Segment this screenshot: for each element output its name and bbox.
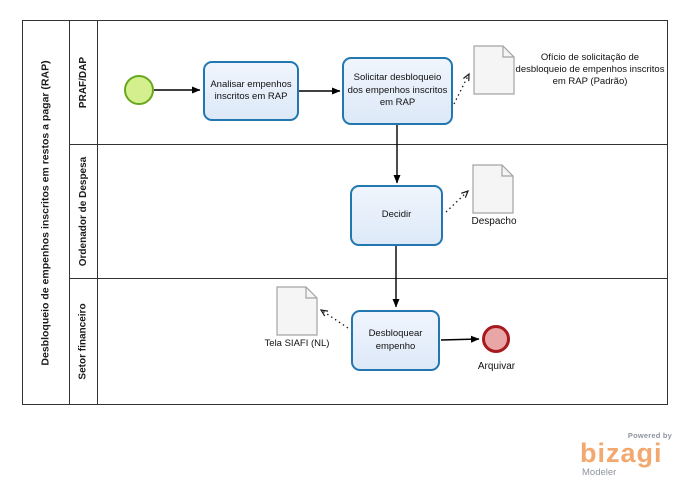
- lane-praf-dap: PRAF/DAP: [70, 20, 98, 144]
- lane-label: PRAF/DAP: [78, 56, 89, 108]
- task-label: Solicitar desbloqueio dos empenhos inscr…: [347, 72, 448, 109]
- lane-setor-financeiro: Setor financeiro: [70, 278, 98, 405]
- process-pool: [22, 20, 668, 405]
- task-label: Desbloquear empenho: [368, 328, 423, 352]
- start-event: [124, 75, 154, 105]
- end-event-label: Arquivar: [477, 361, 516, 372]
- lane-divider: [70, 278, 668, 279]
- task-label: Analisar empenhos inscritos em RAP: [210, 78, 292, 102]
- lane-label: Ordenador de Despesa: [78, 156, 90, 266]
- document-label-tela-siafi: Tela SIAFI (NL): [264, 338, 330, 349]
- document-icon-tela-siafi: [276, 286, 318, 336]
- bizagi-branding: Powered by bizagi Modeler: [580, 431, 672, 478]
- lane-ordenador-despesa: Ordenador de Despesa: [70, 144, 98, 278]
- task-desbloquear-empenho: Desbloquear empenho: [351, 310, 440, 371]
- document-label-despacho: Despacho: [471, 216, 517, 227]
- document-label-oficio: Ofício de solicitação de desbloqueio de …: [515, 52, 665, 87]
- end-event: [482, 325, 510, 353]
- task-analisar-empenhos: Analisar empenhos inscritos em RAP: [203, 61, 299, 121]
- document-icon-oficio: [473, 45, 515, 95]
- modeler-label: Modeler: [582, 467, 617, 478]
- powered-by-label: Powered by: [627, 431, 672, 440]
- document-icon-despacho: [472, 164, 514, 214]
- task-solicitar-desbloqueio: Solicitar desbloqueio dos empenhos inscr…: [342, 57, 453, 125]
- lane-label: Setor financeiro: [78, 303, 90, 380]
- task-label: Decidir: [381, 209, 412, 221]
- task-decidir: Decidir: [350, 185, 443, 246]
- lane-divider: [70, 144, 668, 145]
- pool-title-cell: Desbloqueio de empenhos inscritos em res…: [22, 20, 70, 405]
- pool-title: Desbloqueio de empenhos inscritos em res…: [39, 59, 52, 366]
- bizagi-logo: bizagi: [580, 438, 663, 468]
